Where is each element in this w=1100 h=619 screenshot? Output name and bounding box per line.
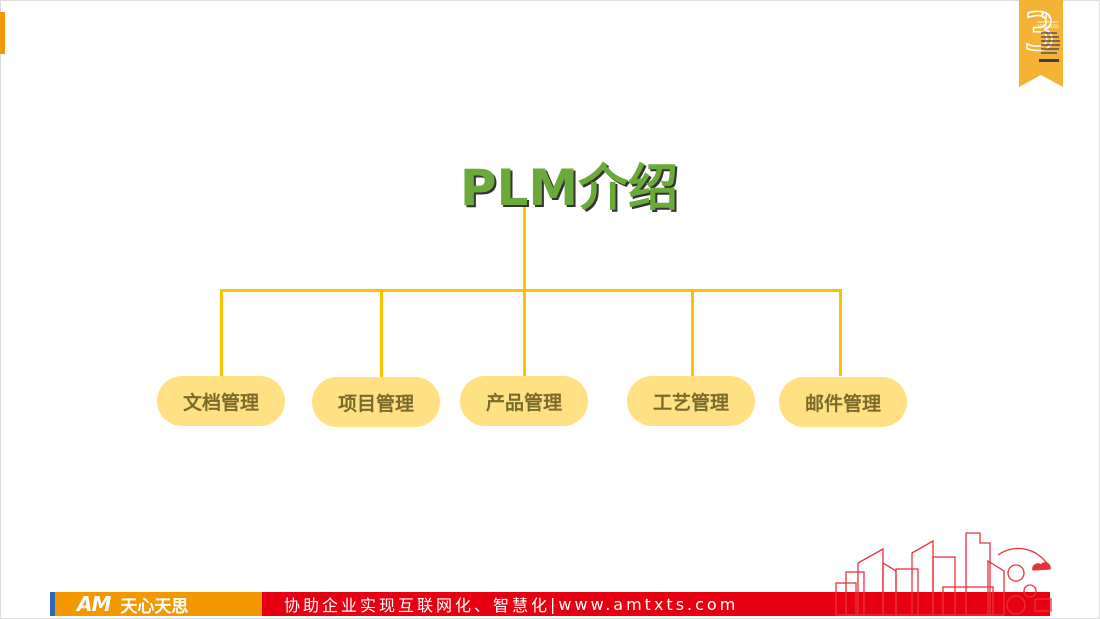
accent-bar — [0, 12, 5, 54]
item-product-management[interactable]: 产品管理 — [460, 376, 588, 426]
footer-slogan-area: 协助企业实现互联网化、智慧化 | www.amtxts.com — [262, 592, 1050, 616]
connector-line — [380, 289, 383, 378]
svg-text:1988-2018: 1988-2018 — [1037, 24, 1059, 29]
connector-line — [691, 289, 694, 377]
slogan: 协助企业实现互联网化、智慧化 — [284, 596, 551, 615]
connector-line — [839, 289, 842, 376]
city-skyline-illustration — [835, 532, 1052, 616]
item-project-management[interactable]: 项目管理 — [312, 377, 440, 427]
connector-line — [220, 289, 223, 376]
connector-line — [220, 289, 842, 292]
page-title: PLM介绍 — [459, 159, 679, 217]
anniversary-badge: 3 th ANNIVERSARY 1988-2018 — [1019, 0, 1063, 87]
item-mail-management[interactable]: 邮件管理 — [779, 377, 907, 427]
svg-text:ANNIVERSARY: ANNIVERSARY — [1037, 20, 1058, 24]
footer-bar: AM 天心天思 协助企业实现互联网化、智慧化 | www.amtxts.com — [50, 592, 1050, 617]
item-process-management[interactable]: 工艺管理 — [627, 376, 755, 426]
connector-line — [523, 207, 526, 291]
footer-blue-strip — [50, 592, 55, 616]
footer-logo: AM 天心天思 — [55, 592, 262, 617]
am-logo: AM — [77, 592, 111, 616]
svg-text:th: th — [1041, 11, 1051, 20]
website-url: www.amtxts.com — [558, 594, 739, 614]
connector-line — [523, 289, 526, 377]
item-document-management[interactable]: 文档管理 — [157, 376, 285, 426]
separator: | — [550, 594, 559, 614]
brand-name: 天心天思 — [120, 596, 189, 617]
